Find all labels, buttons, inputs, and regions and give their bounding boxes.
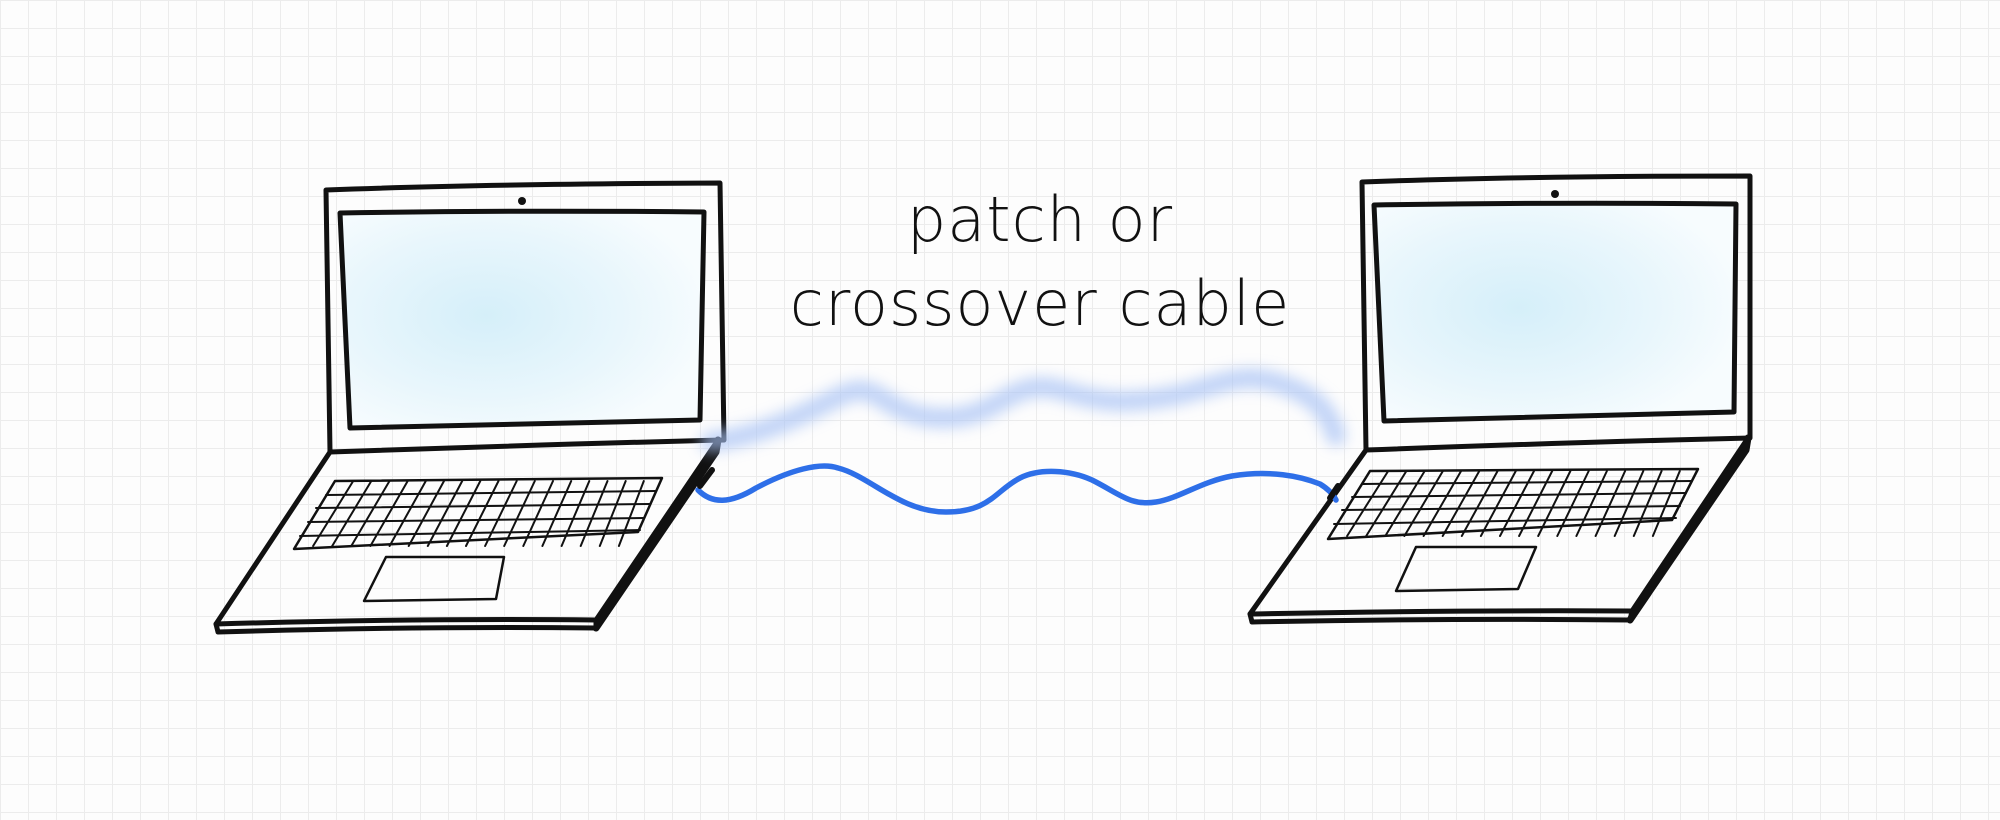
keyboard-key-line <box>1346 470 1390 537</box>
laptop-icon <box>1247 173 1753 625</box>
keyboard-key-line <box>541 480 573 547</box>
keyboard-key-line <box>426 480 464 547</box>
cable-end-left <box>697 467 715 489</box>
keyboard-key-line <box>1575 470 1608 537</box>
laptop-icon <box>213 180 727 635</box>
keyboard-key-line <box>1556 470 1590 537</box>
keyboard-key-line <box>1518 470 1554 537</box>
keyboard-key-line <box>1441 470 1481 537</box>
webcam-icon <box>1551 190 1559 198</box>
keyboard-key-line <box>503 480 536 547</box>
keyboard-key-line <box>407 480 445 547</box>
keyboard <box>1326 467 1700 541</box>
keyboard-key-line <box>1632 470 1663 537</box>
keyboard-key-line <box>1479 470 1517 537</box>
keyboard-key-line <box>1594 470 1627 537</box>
keyboard-key-line <box>1460 470 1499 537</box>
laptop-left <box>213 180 727 635</box>
keyboard-key-line <box>388 480 427 547</box>
cable <box>695 463 1339 515</box>
keyboard-key-line <box>1384 470 1426 537</box>
laptop-front-edge <box>213 617 599 635</box>
keyboard-key-line <box>369 480 409 547</box>
cable-label-line-2: crossover cable <box>789 267 1291 340</box>
keyboard-key-line <box>1422 470 1463 537</box>
keyboard-key-line <box>445 480 482 547</box>
keyboard-key-line <box>1365 470 1408 537</box>
keyboard-key-line <box>1499 470 1535 537</box>
keyboard-key-line <box>1613 470 1645 537</box>
cable-label: patch or crossover cable <box>780 178 1300 346</box>
trackpad <box>362 555 506 603</box>
laptop-right <box>1247 173 1753 625</box>
laptop-base <box>1247 435 1751 617</box>
laptop-front-edge <box>1247 608 1635 625</box>
keyboard-key-line <box>560 480 591 547</box>
cable-end-right <box>1327 483 1341 501</box>
laptop-base <box>213 437 721 627</box>
laptop-side <box>1626 434 1752 624</box>
keyboard-key-line <box>484 480 518 547</box>
keyboard-key-line <box>331 480 373 547</box>
cable-label-line-1: patch or <box>906 183 1174 256</box>
keyboard-key-line <box>617 480 645 547</box>
keyboard <box>292 476 664 551</box>
keyboard-key-line <box>1537 470 1572 537</box>
keyboard-key-line <box>522 480 554 547</box>
laptop-screen <box>337 208 707 431</box>
keyboard-key-line <box>598 480 627 547</box>
keyboard-key-line <box>465 480 500 547</box>
keyboard-key-line <box>1403 470 1444 537</box>
cable-edge <box>695 368 1346 515</box>
cable-glow <box>700 368 1346 452</box>
keyboard-key-line <box>350 480 391 547</box>
keyboard-key-line <box>1651 470 1681 537</box>
laptop-screen <box>1371 200 1739 424</box>
keyboard-key-line <box>579 480 609 547</box>
webcam-icon <box>518 197 526 205</box>
trackpad <box>1394 545 1538 593</box>
keyboard-key-line <box>312 480 355 547</box>
